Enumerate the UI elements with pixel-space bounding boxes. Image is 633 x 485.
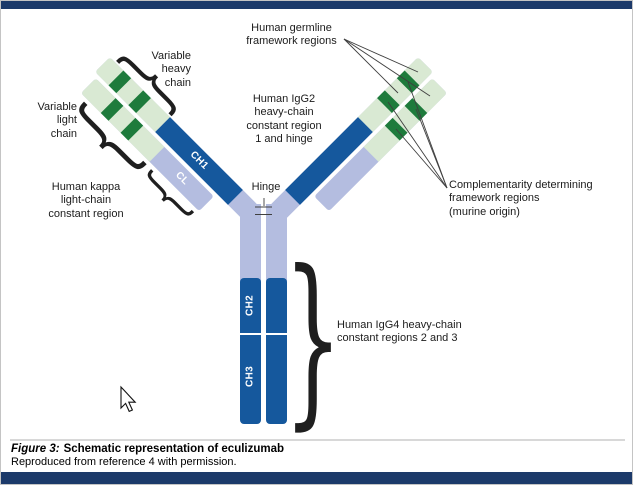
hinge-marks: [255, 198, 272, 215]
left-heavy-cdr-stripe: [128, 90, 151, 113]
mouse-cursor-icon: [120, 385, 137, 413]
segment-label-ch3: CH3: [244, 366, 256, 387]
caption-figure-number: Figure 3:: [11, 443, 60, 455]
left-arm: [82, 58, 258, 220]
left-heavy-cdr-stripe: [108, 70, 132, 94]
label-variable-heavy-chain: Variable heavy chain: [151, 50, 191, 89]
bottom-border-bar: [1, 472, 632, 484]
segment-label-ch2: CH2: [244, 295, 256, 316]
caption-title-line: Figure 3:Schematic representation of ecu…: [11, 443, 623, 455]
label-kappa-constant-region: Human kappa light-chain constant region: [48, 181, 124, 220]
label-variable-light-chain: Variable light chain: [37, 101, 77, 140]
label-germline-framework-regions: Human germline framework regions: [246, 22, 337, 48]
right-arm: [270, 58, 446, 220]
figure-caption: Figure 3:Schematic representation of ecu…: [11, 443, 623, 468]
left-light-cdr-stripe: [100, 98, 124, 121]
cdr-pointer-lines: [387, 81, 448, 189]
label-hinge: Hinge: [251, 181, 281, 193]
right-light-variable-tip: [412, 79, 446, 114]
stem-right-hinge-segment: [266, 204, 287, 282]
label-igg2-constant-region: Human IgG2 heavy-chain constant region 1…: [246, 93, 322, 146]
stem-left-hinge-segment: [240, 204, 261, 282]
left-light-variable-tip: [82, 79, 116, 114]
left-heavy-chain: [96, 58, 258, 220]
right-heavy-chain: [270, 58, 432, 220]
germline-pointer-lines: [343, 38, 431, 97]
brace-igg4-constant: }: [283, 230, 343, 447]
stem: [240, 204, 287, 424]
caption-title: Schematic representation of eculizumab: [63, 443, 285, 455]
right-heavy-ch1-segment: [285, 117, 373, 205]
left-light-cdr-stripe: [120, 117, 144, 141]
caption-note: Reproduced from reference 4 with permiss…: [11, 456, 237, 468]
stem-left-constant-segment: [240, 278, 261, 424]
left-heavy-ch1-segment: [155, 117, 243, 205]
label-igg4-constant-regions: Human IgG4 heavy-chain constant regions …: [337, 319, 462, 345]
stem-right-constant-segment: [266, 278, 287, 424]
right-heavy-cdr-stripe: [377, 90, 400, 113]
left-light-chain: [82, 79, 213, 210]
label-cdr-murine-origin: Complementarity determining framework re…: [449, 179, 593, 218]
top-border-bar: [1, 1, 632, 9]
